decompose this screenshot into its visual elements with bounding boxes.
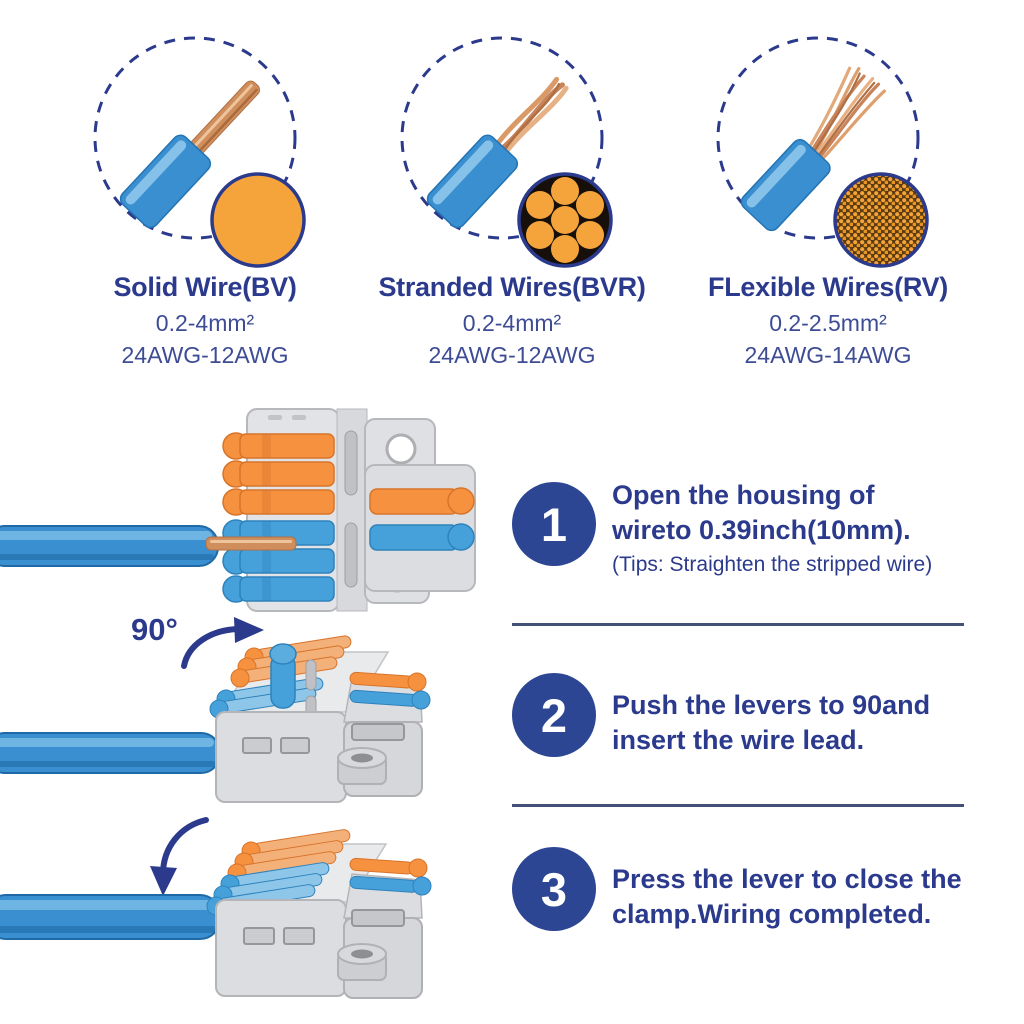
cross-section-flexible bbox=[833, 172, 929, 268]
raised-blue-lever bbox=[269, 643, 297, 709]
cross-section-stranded bbox=[517, 172, 613, 268]
section-divider bbox=[512, 804, 964, 807]
step-number-badge-1: 1 bbox=[512, 482, 596, 566]
output-lever-blue bbox=[369, 523, 475, 551]
section-divider bbox=[512, 623, 964, 626]
stranded-wire-illustration bbox=[400, 36, 613, 268]
output-lever-orange bbox=[369, 487, 475, 515]
step-instruction-line: wireto 0.39inch(10mm). bbox=[612, 515, 911, 545]
solid-wire-illustration bbox=[93, 36, 306, 268]
input-levers-blue bbox=[222, 519, 335, 603]
housing-front-face bbox=[215, 899, 347, 997]
output-window bbox=[351, 909, 405, 927]
lever-row-orange bbox=[227, 829, 351, 883]
dashed-circle bbox=[93, 36, 297, 240]
step-instruction-line: Open the housing of bbox=[612, 480, 875, 510]
wire-awg-range: 24AWG-12AWG bbox=[121, 342, 289, 368]
housing-slot bbox=[305, 659, 317, 691]
step-number-badge-2: 2 bbox=[512, 673, 596, 757]
solid-wire bbox=[119, 80, 261, 229]
stranded-wire bbox=[426, 76, 569, 229]
step-1-text: Open the housing of wireto 0.39inch(10mm… bbox=[612, 478, 982, 580]
wire-type-card-flexible: FLexible Wires(RV) 0.2-2.5mm² 24AWG-14AW… bbox=[668, 30, 988, 369]
output-window bbox=[351, 723, 405, 741]
step-instruction-line: Push the levers to 90and bbox=[612, 690, 931, 720]
mounting-hole bbox=[385, 433, 417, 465]
wire-size-range: 0.2-2.5mm² bbox=[769, 310, 887, 336]
step-instruction-line: Press the lever to close the bbox=[612, 864, 962, 894]
step-2-text: Push the levers to 90and insert the wire… bbox=[612, 688, 982, 758]
wire-awg-range: 24AWG-14AWG bbox=[744, 342, 912, 368]
connector-closed-lever-illustration bbox=[0, 817, 432, 999]
wire-type-title: Solid Wire(BV) bbox=[113, 272, 297, 302]
cross-section-solid bbox=[210, 172, 306, 268]
flexible-wire-illustration bbox=[716, 36, 929, 268]
step-instruction-line: clamp.Wiring completed. bbox=[612, 899, 932, 929]
front-window bbox=[243, 927, 275, 945]
housing-front-face bbox=[215, 711, 347, 803]
input-wire bbox=[0, 525, 219, 567]
step-number-badge-3: 3 bbox=[512, 847, 596, 931]
screw-boss bbox=[337, 747, 387, 785]
output-lever-orange bbox=[349, 857, 428, 878]
output-lever-blue bbox=[349, 875, 432, 896]
connector-top-view-illustration bbox=[0, 408, 476, 612]
press-down-arrow bbox=[150, 817, 209, 896]
step-number: 1 bbox=[540, 497, 568, 551]
connector-open-lever-illustration bbox=[0, 617, 431, 803]
step-tip: (Tips: Straighten the stripped wire) bbox=[612, 553, 933, 576]
connector-body bbox=[209, 635, 431, 803]
front-window bbox=[283, 927, 315, 945]
step-number: 2 bbox=[540, 688, 568, 742]
wire-awg-range: 24AWG-12AWG bbox=[428, 342, 596, 368]
dashed-circle bbox=[400, 36, 604, 240]
step-instruction-line: insert the wire lead. bbox=[612, 725, 865, 755]
screw-boss bbox=[337, 943, 387, 981]
flexible-wire bbox=[740, 66, 886, 232]
wire-type-card-solid: Solid Wire(BV) 0.2-4mm² 24AWG-12AWG bbox=[45, 30, 365, 369]
input-levers-orange bbox=[222, 432, 335, 516]
wire-size-range: 0.2-4mm² bbox=[462, 310, 562, 336]
rotate-up-arrow bbox=[181, 617, 264, 669]
wire-size-range: 0.2-4mm² bbox=[155, 310, 255, 336]
front-window bbox=[280, 737, 310, 754]
step-3-text: Press the lever to close the clamp.Wirin… bbox=[612, 862, 982, 932]
input-wire bbox=[0, 894, 221, 940]
step-number: 3 bbox=[540, 862, 568, 916]
stripped-copper-tip bbox=[205, 536, 297, 551]
front-window bbox=[242, 737, 272, 754]
wire-type-title: Stranded Wires(BVR) bbox=[378, 272, 646, 302]
wire-type-card-stranded: Stranded Wires(BVR) 0.2-4mm² 24AWG-12AWG bbox=[352, 30, 672, 369]
output-lever-orange bbox=[349, 671, 427, 692]
connector-body bbox=[206, 829, 432, 999]
output-lever-blue bbox=[349, 689, 431, 710]
dashed-circle bbox=[716, 36, 920, 240]
wire-type-title: FLexible Wires(RV) bbox=[708, 272, 948, 302]
rotation-angle-label: 90° bbox=[131, 612, 178, 647]
input-wire bbox=[0, 732, 221, 774]
